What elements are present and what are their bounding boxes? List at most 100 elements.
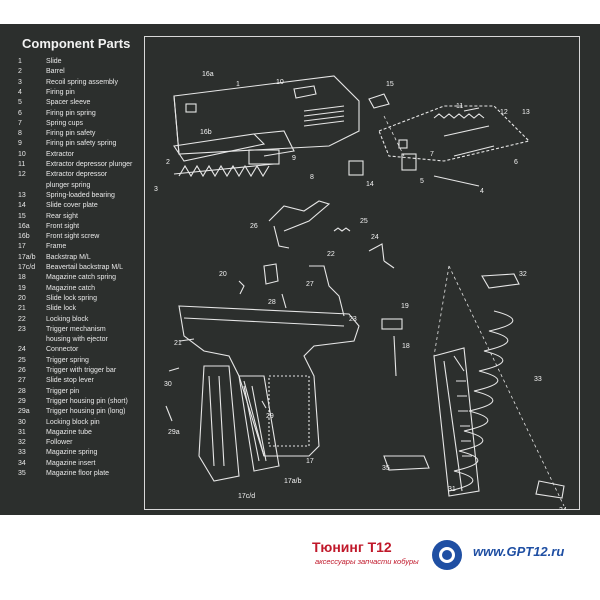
part-name: Beavertail backstrap M/L xyxy=(46,264,124,271)
part-name: Backstrap M/L xyxy=(46,253,91,261)
magazine-catch-part xyxy=(381,318,403,330)
part-number: 11 xyxy=(18,161,26,168)
part-number: 1 xyxy=(18,58,22,65)
part-name: Spring-loaded bearing xyxy=(46,191,115,199)
part-name: Trigger housing pin (long) xyxy=(46,408,126,416)
part-name: Slide stop lever xyxy=(46,377,94,385)
rear-sight-part xyxy=(368,93,390,109)
barrel-part xyxy=(173,130,295,165)
part-number: 20 xyxy=(18,294,26,302)
part-name: Locking block xyxy=(46,315,89,323)
callout-20: 20 xyxy=(219,271,227,278)
part-number: 5 xyxy=(18,99,22,107)
callout-13: 13 xyxy=(522,109,530,116)
part-number: 24 xyxy=(18,346,26,354)
part-number: 33 xyxy=(18,449,26,457)
part-name: Front sight xyxy=(46,222,80,230)
callout-19: 19 xyxy=(401,303,409,310)
callout-24: 24 xyxy=(371,234,379,241)
callout-12: 12 xyxy=(500,109,508,116)
part-name: Recoil spring assembly xyxy=(46,78,118,86)
part-number: 31 xyxy=(18,428,26,436)
callout-23: 23 xyxy=(349,316,357,323)
part-number: 30 xyxy=(18,418,26,426)
extractor-part xyxy=(293,85,317,99)
website-link[interactable]: www.GPT12.ru xyxy=(473,544,565,559)
callout-8: 8 xyxy=(310,174,314,181)
part-name: housing with ejector xyxy=(46,336,108,344)
callout-9: 9 xyxy=(292,155,296,162)
frame-part xyxy=(178,305,360,457)
part-number: 6 xyxy=(18,109,22,117)
footer-banner: Тюнинг Т12 аксессуары запчасти кобуры ww… xyxy=(0,515,600,600)
part-number: 29a xyxy=(18,408,30,416)
part-name: Extractor depressor xyxy=(46,171,108,179)
callout-17ab: 17a/b xyxy=(284,478,302,485)
callout-11: 11 xyxy=(456,103,463,110)
callout-21: 21 xyxy=(174,340,182,347)
callout-26: 26 xyxy=(250,223,258,230)
callout-22: 22 xyxy=(327,251,335,258)
part-number: 29 xyxy=(18,397,26,405)
pins-parts xyxy=(165,335,397,422)
part-name: Magazine catch xyxy=(46,284,96,292)
brand-tagline: аксессуары запчасти кобуры xyxy=(315,557,419,566)
callout-6: 6 xyxy=(514,159,518,166)
callout-5: 5 xyxy=(420,178,424,185)
part-number: 22 xyxy=(18,315,26,323)
callout-27: 27 xyxy=(306,281,314,288)
part-name: Extractor xyxy=(46,150,75,158)
brand-logo-icon xyxy=(432,540,462,570)
follower-part xyxy=(481,273,520,289)
callout-15: 15 xyxy=(386,81,394,88)
callout-31: 31 xyxy=(448,486,456,493)
part-number: 17a/b xyxy=(18,253,36,261)
part-name: Rear sight xyxy=(46,212,78,220)
part-name: Trigger pin xyxy=(46,387,80,395)
callout-17cd: 17c/d xyxy=(238,493,255,500)
part-name: Magazine spring xyxy=(46,449,98,457)
part-number: 4 xyxy=(18,88,22,96)
part-number: 2 xyxy=(18,68,22,76)
magazine-spring-part xyxy=(448,310,514,492)
callout-29a: 29a xyxy=(168,429,180,436)
part-name: Firing pin xyxy=(46,88,75,96)
callout-18: 18 xyxy=(402,343,410,350)
callout-16a: 16a xyxy=(202,71,214,78)
panel-title: Component Parts xyxy=(22,36,131,51)
part-name: Magazine insert xyxy=(46,459,96,467)
part-number: 18 xyxy=(18,274,26,282)
part-number: 19 xyxy=(18,284,26,292)
part-name: Locking block pin xyxy=(46,418,100,426)
callout-34: 34 xyxy=(559,507,567,510)
part-name: Slide lock xyxy=(46,305,76,313)
part-number: 23 xyxy=(18,325,26,333)
slide-cover-plate xyxy=(348,160,364,176)
part-number: 21 xyxy=(18,305,26,313)
part-number: 12 xyxy=(18,171,26,179)
part-number: 17 xyxy=(18,243,26,251)
part-name: Front sight screw xyxy=(46,233,100,241)
callout-3: 3 xyxy=(154,186,158,193)
callout-25: 25 xyxy=(360,218,368,225)
part-number: 16a xyxy=(18,222,30,230)
callout-10: 10 xyxy=(276,79,284,86)
callout-2: 2 xyxy=(166,159,170,166)
part-name: Trigger housing pin (short) xyxy=(46,397,128,405)
diagram-frame xyxy=(144,36,580,510)
part-name: Trigger with trigger bar xyxy=(46,367,117,374)
part-name: Magazine tube xyxy=(46,428,92,436)
part-number: 3 xyxy=(18,78,22,86)
part-number: 10 xyxy=(18,150,26,158)
magazine-tube-part xyxy=(433,347,480,497)
part-number: 15 xyxy=(18,212,26,220)
part-name: Barrel xyxy=(46,68,65,76)
callout-4: 4 xyxy=(480,188,484,195)
floor-plate-part xyxy=(383,455,430,471)
part-number: 7 xyxy=(18,119,22,127)
callout-35: 35 xyxy=(382,465,390,472)
magazine-insert-part xyxy=(535,480,565,499)
part-name: Trigger spring xyxy=(46,356,89,364)
part-number: 34 xyxy=(18,459,26,467)
